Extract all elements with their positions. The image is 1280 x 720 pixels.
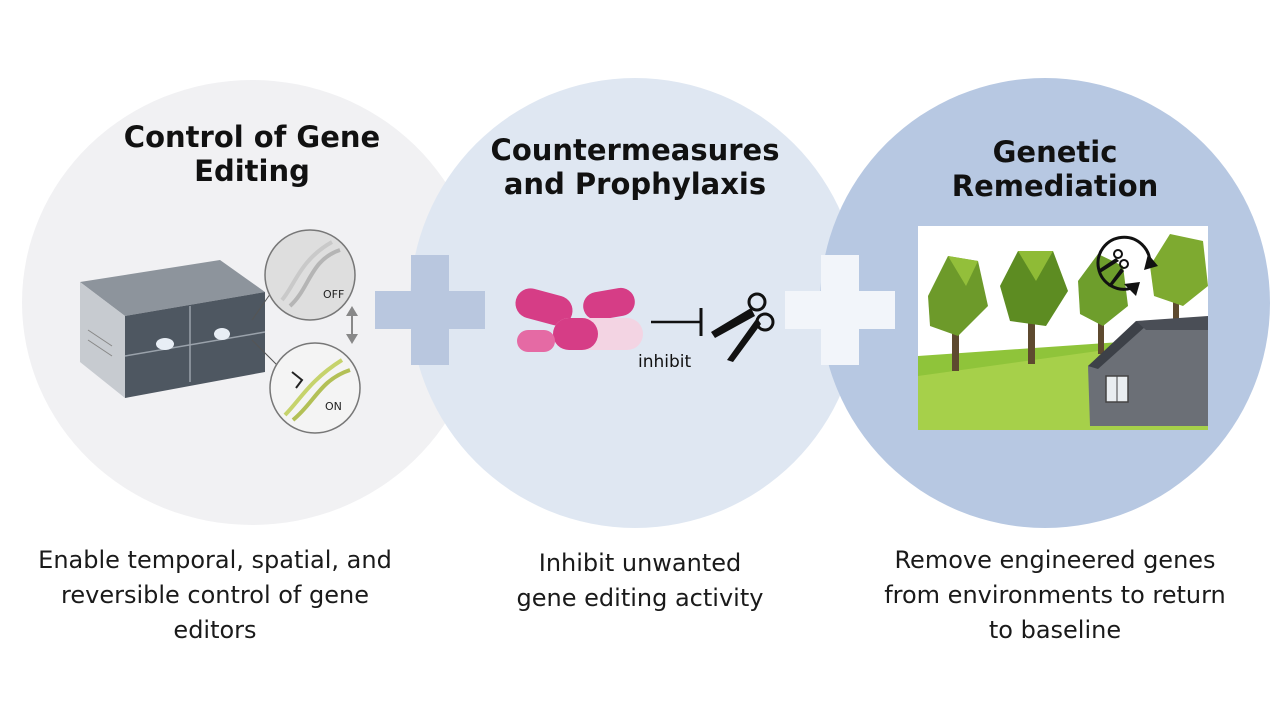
scissors-icon xyxy=(711,292,775,362)
title-line: Control of Gene xyxy=(123,120,381,154)
inhibit-arrow-icon xyxy=(651,308,703,336)
title-line: Editing xyxy=(194,154,310,188)
tree-icon xyxy=(1000,251,1068,364)
cycle-scissors-icon xyxy=(1096,235,1158,296)
description-line: Inhibit unwanted xyxy=(538,549,742,577)
description-line: reversible control of gene xyxy=(61,581,369,609)
title-line: Countermeasures xyxy=(490,133,780,167)
house-icon xyxy=(1088,316,1208,426)
inhibit-gene-editing-illustration xyxy=(515,287,775,362)
environment-scene-illustration xyxy=(918,226,1208,430)
section-description-control: Enable temporal, spatial, and reversible… xyxy=(15,543,415,648)
capsule-icon xyxy=(515,287,643,352)
dna-on-icon: ON xyxy=(269,342,361,434)
reversible-arrow-icon xyxy=(346,306,358,344)
section-description-remediation: Remove engineered genes from environment… xyxy=(860,543,1250,648)
description-line: gene editing activity xyxy=(516,584,764,612)
tree-icon xyxy=(928,256,988,371)
title-line: Genetic xyxy=(992,135,1118,169)
plus-icon xyxy=(785,255,895,365)
description-line: Enable temporal, spatial, and xyxy=(38,546,392,574)
bubble-label-on: ON xyxy=(325,400,342,413)
dna-off-icon: OFF xyxy=(264,229,356,321)
description-line: editors xyxy=(173,616,257,644)
section-title-control: Control of Gene Editing xyxy=(72,120,432,188)
section-title-countermeasures: Countermeasures and Prophylaxis xyxy=(450,133,820,201)
title-line: and Prophylaxis xyxy=(503,167,767,201)
description-line: Remove engineered genes xyxy=(894,546,1216,574)
gene-editing-device-illustration: OFF ON xyxy=(80,229,361,434)
section-description-countermeasures: Inhibit unwanted gene editing activity xyxy=(470,546,810,616)
device-icon xyxy=(80,260,266,398)
inhibit-label: inhibit xyxy=(638,352,692,372)
description-line: to baseline xyxy=(988,616,1122,644)
description-line: from environments to return xyxy=(884,581,1226,609)
plus-icon xyxy=(375,255,485,365)
tree-icon xyxy=(1078,254,1128,354)
title-line: Remediation xyxy=(951,169,1159,203)
bubble-label-off: OFF xyxy=(323,288,344,301)
section-title-remediation: Genetic Remediation xyxy=(880,135,1230,203)
tree-icon xyxy=(1150,234,1208,336)
